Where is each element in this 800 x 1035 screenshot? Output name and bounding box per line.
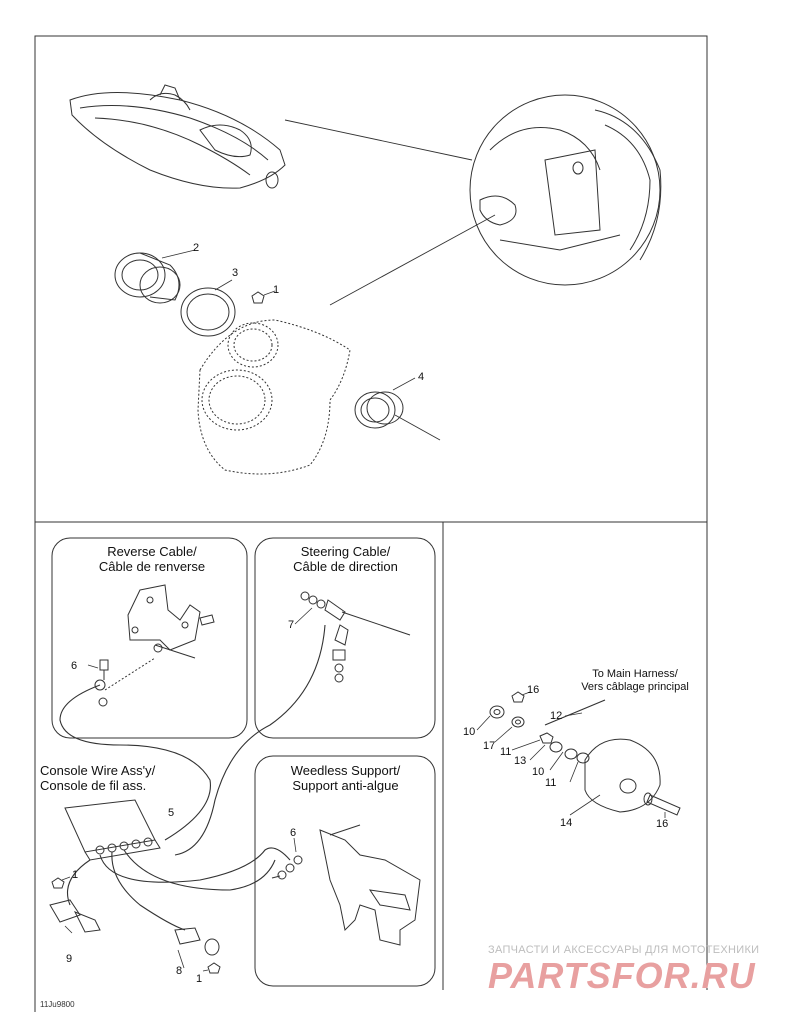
- part-number-1: 1: [273, 284, 280, 296]
- part-number-10: 10: [463, 726, 476, 738]
- weedless-support-label: Weedless Support/ Support anti-algue: [258, 763, 433, 793]
- drawing-code: 11Ju9800: [40, 1000, 75, 1009]
- steering-cable-parts: [300, 591, 411, 683]
- nut-1b: [207, 962, 221, 974]
- part-number-12: 12: [550, 710, 563, 722]
- part-number-5: 5: [168, 807, 175, 819]
- part-number-6: 6: [290, 827, 297, 839]
- console-detail-circle: [469, 94, 662, 286]
- reverse-cable-bracket: [127, 584, 215, 659]
- top-frame: [34, 35, 708, 523]
- part-number-11: 11: [545, 777, 557, 789]
- main-harness-label-line2: Vers câblage principal: [581, 681, 689, 693]
- console-connector-block: [64, 799, 161, 861]
- part-number-16: 16: [656, 818, 669, 830]
- reverse-cable-label: Reverse Cable/ Câble de renverse: [62, 544, 242, 574]
- part-number-6: 6: [71, 660, 78, 672]
- steering-cable-label: Steering Cable/ Câble de direction: [258, 544, 433, 574]
- part-number-11: 11: [500, 746, 512, 758]
- wire-harness: [59, 624, 326, 931]
- console-wire-label: Console Wire Ass'y/ Console de fil ass.: [40, 763, 190, 793]
- nut-1a: [51, 877, 65, 889]
- boat-illustration: [69, 84, 286, 189]
- console-wire-label-line2: Console de fil ass.: [40, 778, 147, 793]
- steering-cable-label-line1: Steering Cable/: [300, 544, 391, 559]
- reverse-cable-label-line1: Reverse Cable/: [107, 544, 197, 559]
- part-number-13: 13: [514, 755, 527, 767]
- steering-cable-label-line2: Câble de direction: [293, 559, 398, 574]
- weedless-hardware: [271, 855, 303, 880]
- weedless-support-label-line2: Support anti-algue: [292, 778, 399, 793]
- part-number-10: 10: [532, 766, 545, 778]
- reverse-cable-panel-frame: [51, 537, 248, 739]
- part-number-2: 2: [193, 242, 200, 254]
- part-number-3: 3: [232, 267, 239, 279]
- part-number-8: 8: [176, 965, 183, 977]
- part-number-14: 14: [560, 817, 573, 829]
- connector-8: [174, 927, 220, 956]
- weedless-support-bracket: [319, 824, 421, 946]
- watermark-text: ЗАПЧАСТИ И АКСЕССУАРЫ ДЛЯ МОТОТЕХНИКИ: [488, 944, 760, 956]
- main-harness-label-line1: To Main Harness/: [592, 668, 678, 680]
- right-hardware: [489, 691, 681, 816]
- part-number-16: 16: [527, 684, 540, 696]
- part-number-1: 1: [196, 973, 203, 985]
- steering-cable-panel-frame: [254, 537, 436, 739]
- gauge-bezel: [354, 391, 404, 429]
- connector-9: [49, 899, 101, 933]
- weedless-support-panel-frame: [254, 755, 436, 987]
- weedless-support-label-line1: Weedless Support/: [290, 763, 401, 778]
- reverse-bolt-6: [94, 659, 109, 707]
- gauge-ring: [180, 287, 236, 337]
- part-number-17: 17: [483, 740, 496, 752]
- part-number-4: 4: [418, 371, 425, 383]
- reverse-cable-label-line2: Câble de renverse: [98, 559, 206, 574]
- part-number-7: 7: [288, 619, 295, 631]
- console-wire-label-line1: Console Wire Ass'y/: [40, 763, 156, 778]
- gauge-housing: [114, 252, 181, 304]
- top-nut: [251, 291, 265, 304]
- dashboard-panel-outline: [197, 319, 351, 475]
- watermark-logo: PARTSFOR.RU: [488, 955, 756, 996]
- part-number-1: 1: [72, 869, 79, 881]
- main-harness-label: To Main Harness/ Vers câblage principal: [565, 668, 705, 694]
- part-number-9: 9: [66, 953, 73, 965]
